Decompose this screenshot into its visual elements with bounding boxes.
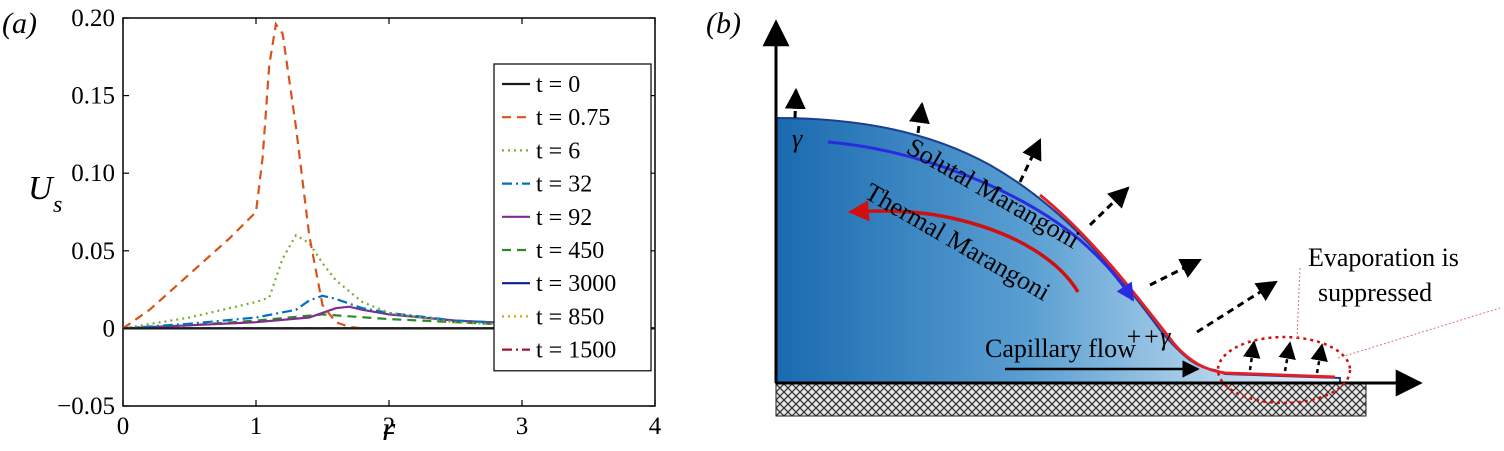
evaporation-arrow [1243,340,1261,371]
contact-line [1039,193,1336,379]
panel-b-label: (b) [706,7,741,40]
legend-entry: t = 1500 [536,338,616,364]
evaporation-label-line2: suppressed [1318,278,1432,307]
capillary-label: Capillary flow [985,334,1136,363]
suppression-ellipse [1216,335,1352,405]
evaporation-arrow [1018,138,1042,183]
y-axis-label-sub: s [53,192,62,218]
evaporation-arrow [1149,258,1202,287]
substrate [775,382,1367,417]
y-axis-label-main: U [28,170,55,207]
y-axis-label: U s [28,170,62,218]
panel-a-label: (a) [2,7,37,40]
legend-entry: t = 0.75 [536,105,610,131]
x-tick-label: 4 [649,413,662,440]
y-tick-label: 0 [103,315,116,342]
legend-entry: t = 850 [536,304,604,330]
evaporation-label-line1: Evaporation is [1308,243,1459,272]
evaporation-arrow [1088,186,1130,227]
evaporation-arrows [784,87,1328,374]
legend-entry: t = 450 [536,238,604,264]
x-tick-label: 2 [383,413,396,440]
evaporation-arrow [1196,280,1278,334]
x-tick-label: 0 [117,413,130,440]
y-tick-label: 0.15 [71,83,115,110]
legend: t = 0 t = 0.75 t = 6 t = 32 t = 92 t = 450 t =… [493,63,652,372]
x-tick-label: 3 [516,413,529,440]
legend-entry: t = 92 [536,205,592,231]
legend-entry: t = 6 [536,138,580,164]
series-line [122,294,656,330]
legend-entry: t = 32 [536,172,592,198]
y-tick-label: 0.10 [71,160,115,187]
y-tick-label: 0.20 [71,5,115,32]
callout-line [1337,307,1501,359]
legend-entry: t = 0 [536,72,580,98]
gamma-minus-label: γ [792,124,803,153]
panel-b: (b) γ Solutal Ma [706,7,1501,417]
y-tick-label: 0.05 [71,238,115,265]
y-tick-label: −0.05 [57,393,115,420]
legend-entry: t = 3000 [536,271,616,297]
solutal-arrow [827,140,1135,302]
thermal-arrow [847,200,1080,293]
evaporation-arrow [784,87,806,119]
gamma-plus-label: ++γ [1125,322,1171,351]
series-line [122,233,656,330]
callout-line [1296,267,1301,339]
evaporation-arrow [1278,341,1296,372]
x-tick-label: 1 [250,413,263,440]
evaporation-arrow [909,101,930,134]
x-axis-label: r [382,411,396,448]
evaporation-arrow [1310,343,1328,374]
